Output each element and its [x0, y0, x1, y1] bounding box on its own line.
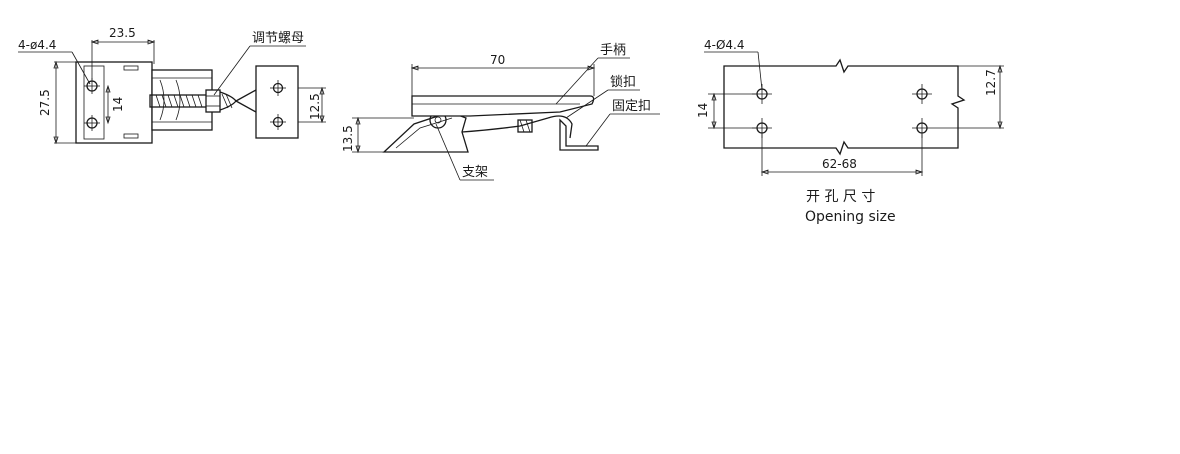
dim-height: 13.5 — [341, 125, 355, 152]
label-adjust-nut: 调节螺母 — [252, 31, 304, 46]
keeper-plate — [255, 65, 299, 139]
label-bracket: 支架 — [462, 165, 488, 180]
panel-outline — [723, 58, 966, 156]
adjust-nut — [205, 89, 221, 113]
opening-view: 4-Ø4.4 14 12.7 62-68 开 孔 尺 寸 Opening siz… — [696, 38, 1004, 225]
catch-plate — [559, 118, 599, 151]
dim-keeper-height: 12.5 — [308, 93, 322, 120]
front-view: 23.5 4-ø4.4 27.5 14 12.5 调节螺母 — [18, 26, 326, 145]
dim-hole-spacing: 14 — [111, 97, 125, 112]
dim-keeper-spacing: 12.7 — [984, 69, 998, 96]
label-catch: 固定扣 — [612, 99, 651, 114]
caption-cn: 开 孔 尺 寸 — [806, 189, 875, 205]
bracket — [382, 111, 469, 153]
label-handle: 手柄 — [600, 43, 626, 58]
dim-width: 23.5 — [109, 26, 136, 40]
dim-height: 27.5 — [38, 89, 52, 116]
caption-en: Opening size — [805, 209, 896, 225]
dim-vertical-spacing: 14 — [696, 103, 710, 118]
lock-hook — [547, 115, 573, 139]
base-plate — [75, 61, 153, 144]
handle — [411, 95, 595, 117]
dim-horizontal-spacing: 62-68 — [822, 157, 857, 171]
hole-spec-label: 4-Ø4.4 — [704, 38, 745, 52]
side-view: 70 13.5 手柄 锁扣 固定扣 支架 — [341, 43, 660, 181]
dim-length: 70 — [490, 53, 505, 67]
label-lock: 锁扣 — [610, 74, 636, 90]
hole-spec-label: 4-ø4.4 — [18, 38, 56, 52]
base-plate-inner — [83, 65, 105, 140]
